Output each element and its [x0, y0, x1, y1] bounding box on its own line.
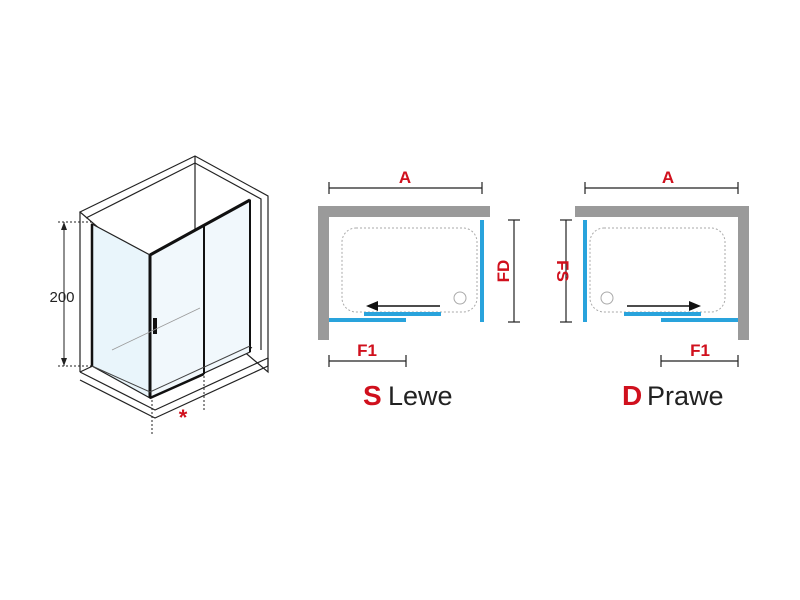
door-label-right: F1	[690, 341, 710, 360]
width-label-right: A	[662, 168, 674, 187]
door-extension-lines	[151, 376, 205, 436]
side-dimension-left	[508, 219, 520, 323]
walls-right	[575, 206, 749, 340]
side-letter-left: S	[363, 380, 382, 411]
enclosure-3d: 200 *	[49, 155, 269, 436]
side-word-right: Prawe	[647, 381, 724, 411]
plan-right: A FS F1 D Prawe	[553, 168, 749, 411]
side-label-right: FS	[553, 260, 572, 282]
slide-arrow-right	[627, 301, 701, 311]
side-dimension-right	[560, 219, 572, 323]
height-label: 200	[49, 289, 74, 306]
width-dimension-left	[328, 182, 483, 194]
width-dimension-right	[584, 182, 739, 194]
walls-left	[318, 206, 490, 340]
side-word-left: Lewe	[388, 381, 453, 411]
door-label-left: F1	[357, 341, 377, 360]
side-letter-right: D	[622, 380, 642, 411]
asterisk-mark: *	[179, 405, 188, 430]
door-dimension-right	[660, 355, 739, 367]
door-handle	[153, 318, 157, 334]
side-label-left: FD	[494, 260, 513, 283]
drain-right	[600, 291, 614, 305]
shower-tray-left	[341, 227, 478, 313]
slide-arrow-left	[366, 301, 440, 311]
plan-left: A FD F1	[318, 168, 520, 411]
glass-left	[329, 220, 484, 322]
width-label-left: A	[399, 168, 411, 187]
height-dimension	[58, 221, 92, 367]
glass-right	[583, 220, 738, 322]
door-dimension-left	[328, 355, 407, 367]
shower-tray-right	[589, 227, 726, 313]
glass-panels	[90, 198, 251, 400]
drain-left	[453, 291, 467, 305]
